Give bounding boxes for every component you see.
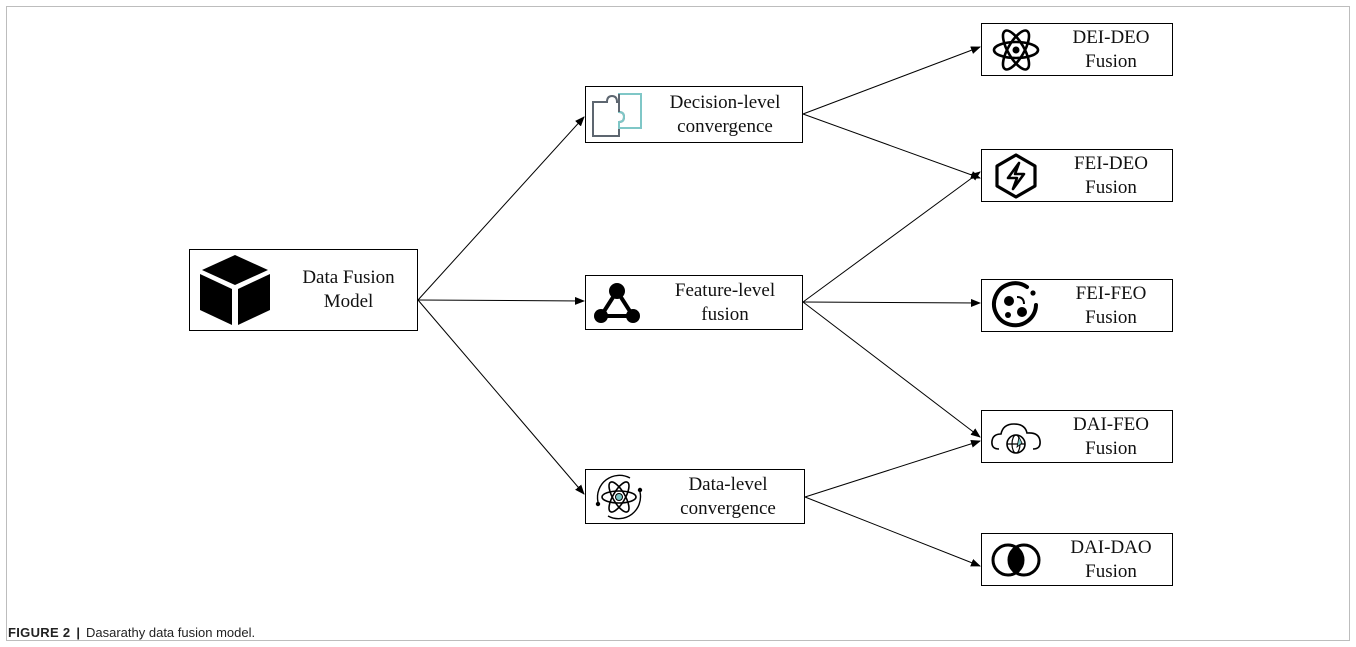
figure-frame bbox=[6, 6, 1350, 641]
puzzle-icon bbox=[586, 90, 648, 140]
atom-icon bbox=[982, 27, 1050, 73]
edge-data-daidao bbox=[804, 496, 981, 567]
edge-decision-feideo bbox=[802, 113, 981, 179]
cube-icon bbox=[190, 251, 280, 329]
atom-orbit-icon bbox=[586, 472, 652, 522]
circle-dots-icon bbox=[982, 280, 1050, 331]
hexagon-bolt-icon bbox=[982, 152, 1050, 200]
edge-root-data bbox=[417, 299, 585, 495]
edge-data-daifeo bbox=[804, 439, 981, 498]
network-icon bbox=[586, 281, 648, 325]
caption-separator: | bbox=[76, 625, 80, 640]
figure-caption: FIGURE 2 | Dasarathy data fusion model. bbox=[8, 625, 255, 640]
edge-root-decision bbox=[417, 116, 585, 301]
edge-root-feature bbox=[417, 296, 585, 305]
edge-feature-daifeo bbox=[802, 301, 981, 438]
edge-decision-deideo bbox=[802, 46, 981, 115]
caption-text: Dasarathy data fusion model. bbox=[86, 625, 256, 640]
overlap-circles-icon bbox=[982, 540, 1050, 580]
edge-feature-feideo bbox=[802, 171, 981, 303]
figure-number: FIGURE 2 bbox=[8, 625, 71, 640]
edge-feature-feifeo bbox=[802, 298, 981, 307]
cloud-globe-icon bbox=[982, 417, 1050, 457]
